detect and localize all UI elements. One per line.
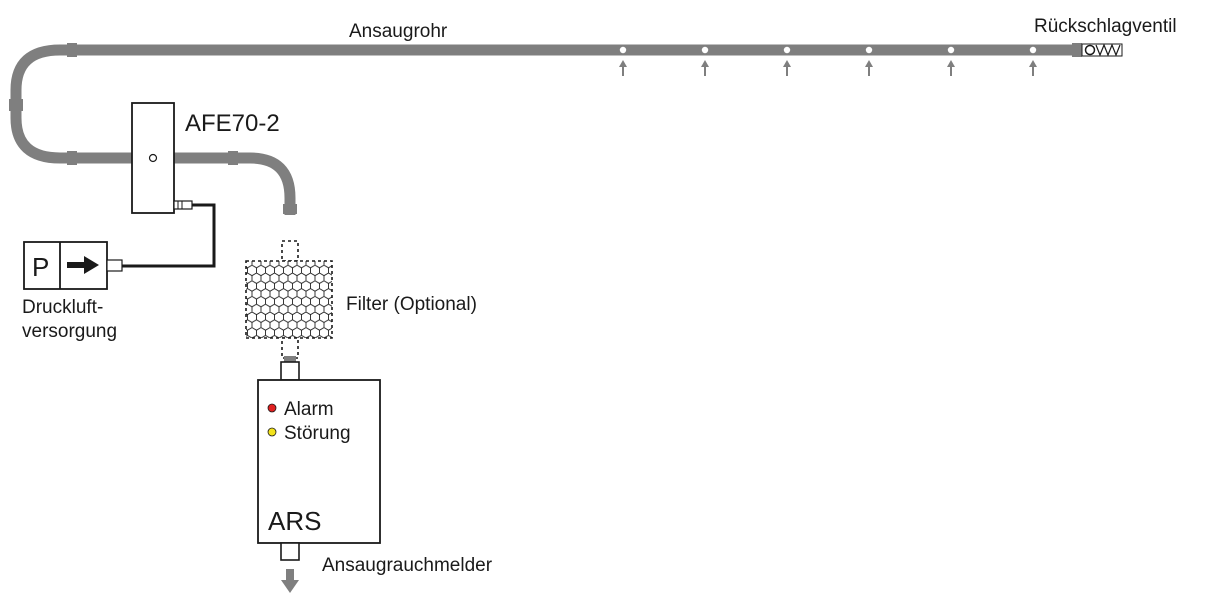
- arrow-up-icon: [865, 60, 873, 76]
- check-valve-icon: [1072, 43, 1123, 57]
- arrow-right-icon: [67, 256, 99, 274]
- compressed-air-supply: [23, 241, 123, 290]
- suction-holes: [619, 46, 1037, 54]
- alarm-led: [267, 403, 277, 413]
- arrow-up-icon: [1029, 60, 1037, 76]
- fault-label: Störung: [284, 423, 351, 444]
- air-inflow-arrows: [619, 60, 1037, 76]
- afe-label: AFE70-2: [185, 110, 280, 137]
- arrow-down-icon: [281, 569, 299, 593]
- compressed-air-label-line2: versorgung: [22, 321, 117, 342]
- suction-pipe: [10, 44, 1072, 215]
- filter-label: Filter (Optional): [346, 294, 477, 315]
- arrow-up-icon: [619, 60, 627, 76]
- check-valve-label: Rückschlagventil: [1034, 16, 1177, 37]
- pressure-symbol: P: [32, 252, 49, 282]
- arrow-up-icon: [701, 60, 709, 76]
- arrow-up-icon: [783, 60, 791, 76]
- ars-label: ARS: [268, 506, 321, 536]
- pipe-couplings: [9, 43, 297, 214]
- compressed-air-label-line1: Druckluft-: [22, 297, 103, 318]
- compressed-air-line: [122, 203, 216, 268]
- ars-detector: [257, 361, 381, 561]
- alarm-label: Alarm: [284, 399, 334, 420]
- filter: [245, 240, 333, 359]
- afe-unit: [131, 102, 193, 214]
- pipe-label: Ansaugrohr: [349, 21, 448, 42]
- detector-label: Ansaugrauchmelder: [322, 555, 493, 576]
- arrow-up-icon: [947, 60, 955, 76]
- honeycomb-filter-icon: [245, 260, 333, 339]
- detector-inlet-coupling: [284, 356, 296, 363]
- fault-led: [267, 427, 277, 437]
